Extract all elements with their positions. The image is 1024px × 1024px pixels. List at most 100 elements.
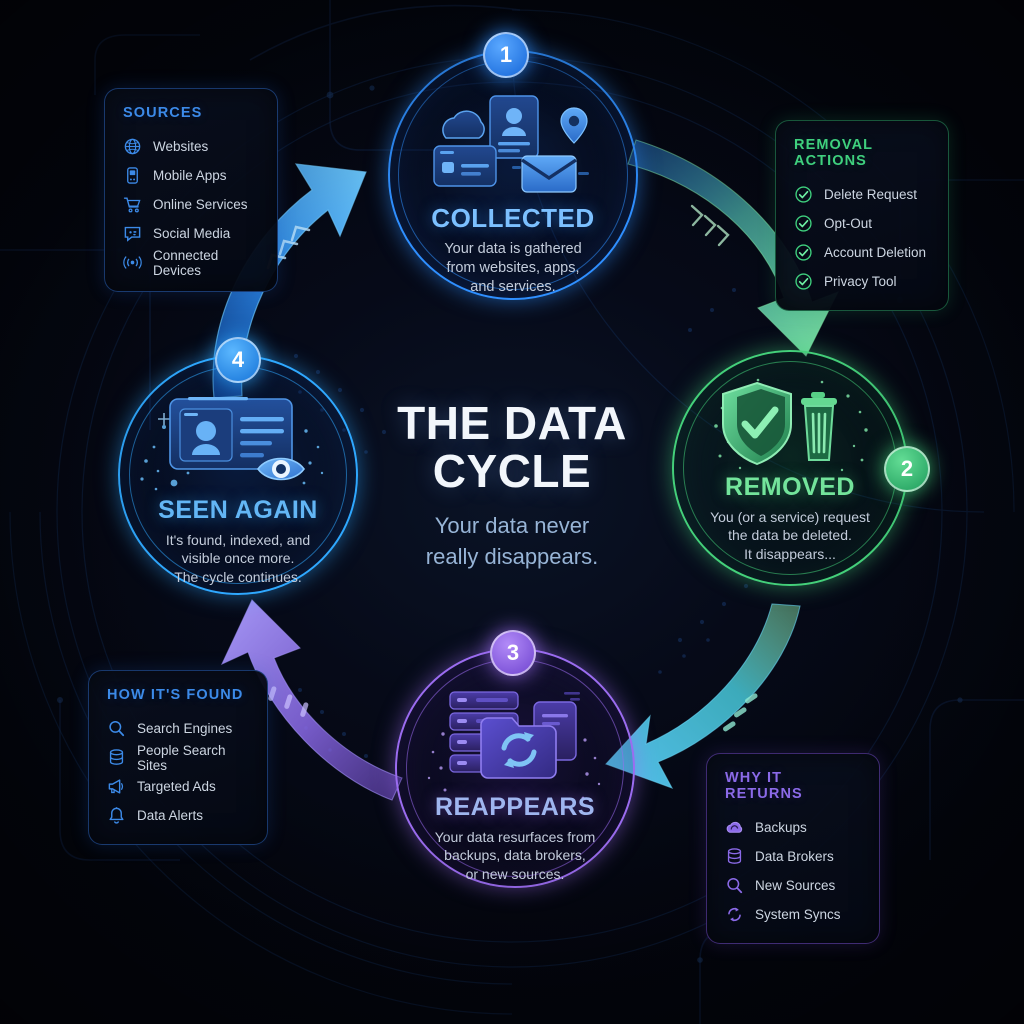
list-item[interactable]: System Syncs	[725, 900, 861, 929]
page-title-line2: CYCLE	[432, 444, 592, 497]
panel-heading: WHY IT RETURNS	[725, 770, 803, 802]
trash-bin-icon	[801, 392, 837, 461]
panel-why-it-returns[interactable]: WHY IT RETURNS Backups Data Brokers	[706, 753, 880, 944]
shopping-cart-icon	[123, 197, 141, 213]
list-item-label: Delete Request	[824, 187, 918, 202]
location-pin-icon	[560, 107, 588, 144]
page-subtitle-line1: Your data never	[434, 512, 590, 538]
list-item[interactable]: Data Brokers	[725, 842, 861, 871]
removed-text-block: REMOVED You (or a service) request the d…	[672, 473, 908, 563]
panel-list: Delete Request Opt-Out Account Deletion	[794, 180, 930, 296]
list-item-label: Websites	[153, 139, 209, 154]
seen-again-text-block: SEEN AGAIN It's found, indexed, and visi…	[118, 496, 358, 586]
list-item[interactable]: Opt-Out	[794, 209, 930, 238]
sync-folder-icon	[480, 717, 557, 779]
collected-icon-cluster	[428, 94, 598, 199]
node-desc-line: It disappears...	[744, 545, 836, 562]
eye-icon	[257, 457, 305, 481]
step-badge-3: 3	[490, 630, 536, 676]
panel-heading: HOW IT'S FOUND	[107, 687, 244, 703]
list-item[interactable]: New Sources	[725, 871, 861, 900]
list-item[interactable]: Online Services	[123, 190, 259, 219]
cycle-node-reappears[interactable]: 3	[395, 630, 635, 888]
list-item-label: People Search Sites	[137, 742, 226, 773]
node-desc-line: from websites, apps,	[446, 260, 580, 277]
list-item[interactable]: Websites	[123, 132, 259, 161]
panel-sources[interactable]: SOURCES Websites Mobile Apps	[104, 88, 278, 292]
chat-bubble-icon	[124, 226, 141, 242]
list-item-label: System Syncs	[755, 907, 841, 922]
list-item-label: Social Media	[153, 226, 231, 241]
cloud-icon	[442, 110, 485, 139]
list-item[interactable]: Delete Request	[794, 180, 930, 209]
page-subtitle-line2: really disappears.	[425, 543, 599, 569]
panel-how-its-found[interactable]: HOW IT'S FOUND Search Engines People Sea…	[88, 670, 268, 845]
list-item[interactable]: Account Deletion	[794, 238, 930, 267]
list-item[interactable]: Connected Devices	[123, 247, 259, 278]
node-desc-line: and services.	[470, 279, 556, 296]
shield-check-icon	[722, 381, 792, 466]
sync-icon	[728, 907, 741, 922]
list-item-label: Backups	[755, 820, 807, 835]
list-item-label: Connected Devices	[153, 247, 219, 278]
node-title: SEEN AGAIN	[158, 496, 318, 524]
list-item[interactable]: People Search Sites	[107, 742, 249, 773]
list-item-label: Mobile Apps	[153, 168, 227, 183]
center-title-block: THE DATA CYCLE Your data never really di…	[347, 399, 677, 572]
cycle-node-seen-again[interactable]: 4	[118, 337, 358, 595]
list-item[interactable]: Targeted Ads	[107, 772, 249, 801]
list-item-label: Data Alerts	[137, 808, 204, 823]
node-desc-line: Your data is gathered	[444, 241, 582, 257]
step-badge-4: 4	[215, 337, 261, 383]
check-circle-icon	[795, 244, 812, 261]
list-item-label: Online Services	[153, 197, 248, 212]
list-item-label: New Sources	[755, 878, 836, 893]
database-icon	[727, 848, 742, 864]
megaphone-icon	[108, 779, 124, 794]
step-number: 4	[231, 347, 245, 372]
node-desc-line: visible once more.	[181, 550, 295, 567]
list-item-label: Account Deletion	[824, 245, 927, 260]
panel-heading: REMOVAL ACTIONS	[794, 137, 873, 169]
seen-again-icon-cluster	[162, 395, 314, 494]
cloud-icon	[726, 821, 743, 833]
step-number: 1	[499, 42, 513, 67]
step-number: 2	[900, 456, 914, 481]
list-item[interactable]: Search Engines	[107, 714, 249, 743]
check-circle-icon	[795, 186, 812, 203]
reappears-text-block: REAPPEARS Your data resurfaces from back…	[395, 793, 635, 883]
collected-text-block: COLLECTED Your data is gathered from web…	[388, 203, 638, 297]
step-badge-2: 2	[884, 446, 930, 492]
seen-again-sparkle-dots	[140, 413, 324, 491]
cycle-node-removed[interactable]: 2	[672, 350, 930, 586]
magnifier-icon	[727, 877, 743, 894]
step-badge-1: 1	[483, 32, 529, 78]
node-desc-line: It's found, indexed, and	[165, 532, 311, 548]
list-item[interactable]: Privacy Tool	[794, 267, 930, 296]
list-item[interactable]: Backups	[725, 813, 861, 842]
node-desc-line: backups, data brokers,	[444, 847, 586, 864]
envelope-icon	[521, 155, 577, 193]
list-item[interactable]: Mobile Apps	[123, 161, 259, 190]
list-item-label: Privacy Tool	[824, 274, 897, 289]
wifi-broadcast-icon	[123, 256, 142, 269]
node-desc-line: Your data resurfaces from	[434, 829, 596, 845]
node-title: REMOVED	[725, 473, 855, 501]
list-item[interactable]: Data Alerts	[107, 801, 249, 830]
database-icon	[109, 749, 124, 765]
bell-icon	[109, 807, 124, 824]
list-item-label: Opt-Out	[824, 216, 873, 231]
list-item-label: Search Engines	[137, 721, 233, 736]
list-item[interactable]: Social Media	[123, 219, 259, 248]
reappears-sparkle-dots	[427, 732, 601, 804]
globe-icon	[124, 138, 141, 155]
magnifier-icon	[109, 720, 125, 737]
id-card-icon	[489, 95, 539, 159]
panel-removal-actions[interactable]: REMOVAL ACTIONS Delete Request Opt-Out	[775, 120, 949, 311]
check-circle-icon	[795, 215, 812, 232]
node-desc-line: the data be deleted.	[728, 527, 852, 544]
node-desc-line: The cycle continues.	[174, 568, 302, 585]
node-title: REAPPEARS	[434, 793, 596, 821]
node-desc-line: You (or a service) request	[710, 509, 870, 525]
